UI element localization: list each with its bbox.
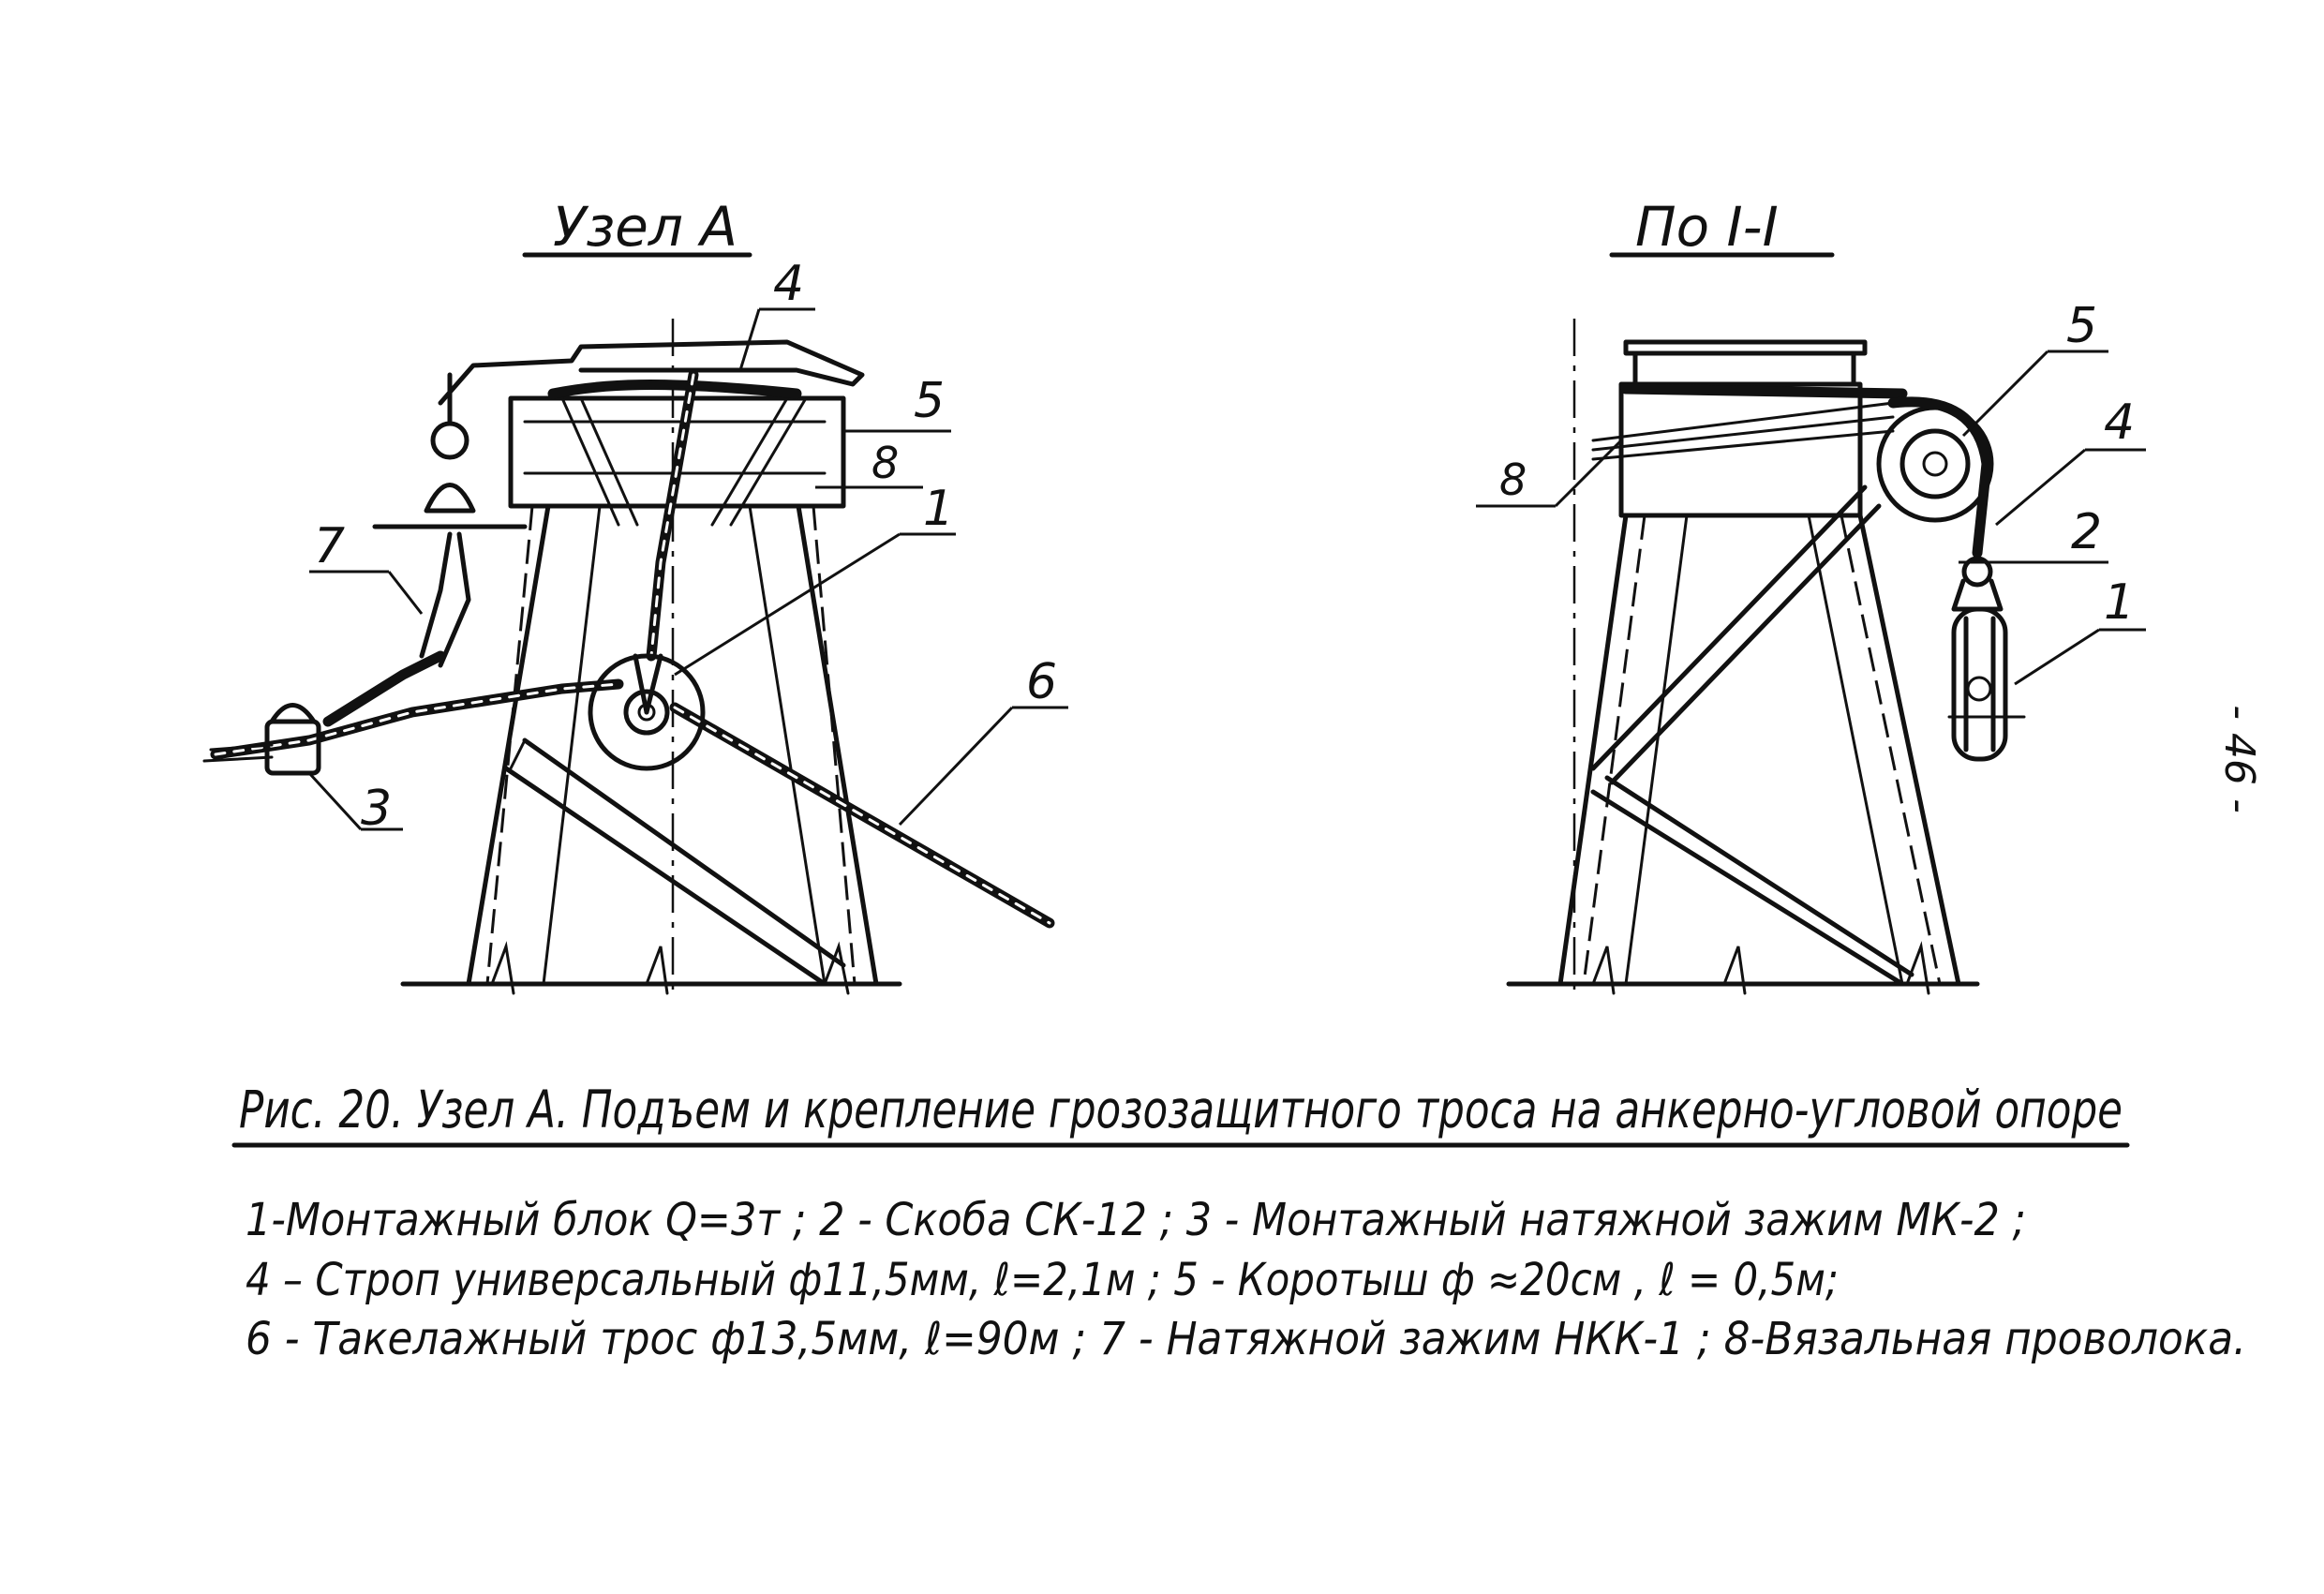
crossbeam-section-right [1618, 381, 1863, 518]
legend-line-2: 4 – Строп универсальный ф11,5мм, ℓ=2,1м … [246, 1254, 1839, 1306]
figure-caption: Рис. 20. Узел А. Подъем и крепление гроз… [239, 1080, 2123, 1140]
callout-6-left: 6 [1026, 654, 1057, 710]
tower-body-left [400, 503, 902, 995]
legend-line-3: 6 - Такелажный трос ф13,5мм, ℓ=90м ; 7 -… [246, 1313, 2246, 1365]
binding-wire-right [1591, 401, 1895, 461]
callout-1-left: 1 [923, 481, 954, 537]
view-section-i-i: По I-I [1476, 195, 2146, 995]
crossbeam-5-left [508, 395, 846, 527]
top-plate-right [1623, 339, 1868, 356]
callout-8-right: 8 [1499, 454, 1527, 505]
view-title-section: По I-I [1635, 195, 1779, 259]
shackle-2-and-block-1-right [1947, 556, 2026, 762]
callout-8-left: 8 [872, 438, 899, 488]
callout-2-right: 2 [2071, 504, 2102, 560]
insulator-string [372, 372, 528, 668]
legend: 1-Монтажный блок Q=3т ; 2 - Скоба СК-12 … [246, 1194, 2246, 1365]
pulley-block-1-left [588, 653, 706, 771]
view-node-a: Узел А [202, 195, 1068, 995]
callout-4-right: 4 [2104, 395, 2135, 451]
legend-line-1: 1-Монтажный блок Q=3т ; 2 - Скоба СК-12 … [246, 1194, 2026, 1246]
callout-3-left: 3 [361, 781, 392, 837]
callout-4-left: 4 [773, 256, 804, 312]
callouts-left: 4 5 8 1 7 6 3 [307, 256, 1068, 837]
callout-5-left: 5 [914, 373, 945, 429]
callout-5-right: 5 [2066, 298, 2097, 354]
clamp-3-mk2 [202, 703, 321, 776]
page-number: - 46 - [2215, 705, 2263, 813]
shortie-5-right [1876, 396, 1994, 559]
callouts-right: 5 4 2 1 8 [1476, 298, 2146, 686]
top-bracket-left [438, 339, 865, 406]
view-title-node-a: Узел А [553, 195, 737, 259]
binding-wire-top [547, 380, 802, 399]
tower-body-right [1506, 484, 1980, 995]
callout-1-right: 1 [2104, 574, 2135, 631]
callout-7-left: 7 [314, 518, 345, 574]
